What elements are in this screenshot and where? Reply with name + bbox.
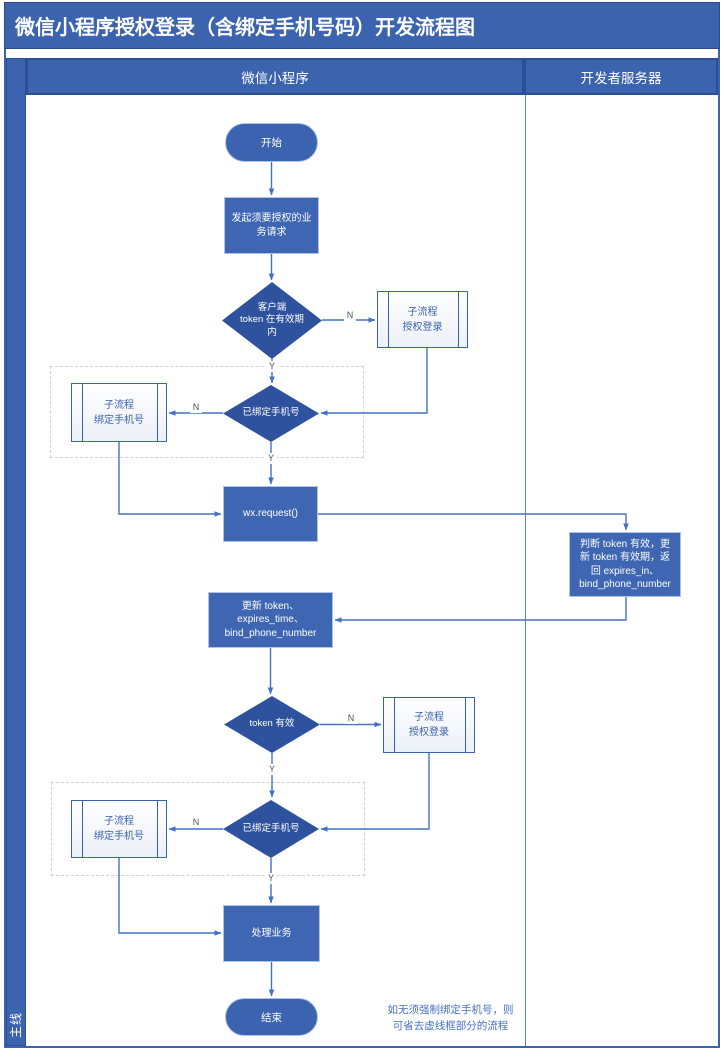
subprocess-bind-phone-1: 子流程 绑定手机号: [71, 383, 167, 442]
edge-label-n3: N: [345, 713, 357, 724]
diagram-frame: [4, 2, 720, 1048]
diagram-title: 微信小程序授权登录（含绑定手机号码）开发流程图: [4, 2, 720, 49]
note-text: 如无须强制绑定手机号，则 可省去虚线框部分的流程: [387, 1004, 514, 1033]
edge-label-y2: Y: [265, 453, 277, 464]
process-handle-business: 处理业务: [223, 905, 320, 962]
subprocess-auth-login-1: 子流程 授权登录: [377, 291, 468, 348]
end-node: 结束: [225, 998, 318, 1036]
edge-label-n1: N: [344, 310, 356, 321]
subprocess-auth-login-2: 子流程 授权登录: [383, 697, 475, 753]
lane-header-developer-server: 开发者服务器: [524, 58, 718, 95]
process-wx-request: wx.request(): [223, 486, 318, 542]
process-request-business: 发起须要授权的业 务请求: [224, 197, 319, 254]
edge-label-y4: Y: [265, 873, 277, 884]
lane-header-wechat-miniprogram: 微信小程序: [26, 58, 524, 95]
lane-divider: [525, 95, 526, 1046]
edge-label-n4: N: [190, 817, 202, 828]
edge-label-n2: N: [190, 402, 202, 413]
process-update-token: 更新 token、 expires_time、 bind_phone_numbe…: [208, 592, 333, 648]
phase-label-main-line: 主线: [9, 1012, 23, 1039]
start-node: 开始: [225, 123, 318, 162]
subprocess-bind-phone-2: 子流程 绑定手机号: [71, 800, 167, 858]
process-server-validate-token: 判断 token 有效，更 新 token 有效期，返 回 expires_in…: [569, 532, 681, 597]
edge-label-y1: Y: [266, 361, 278, 372]
edge-label-y3: Y: [266, 764, 278, 775]
phase-bar: [6, 58, 26, 1046]
